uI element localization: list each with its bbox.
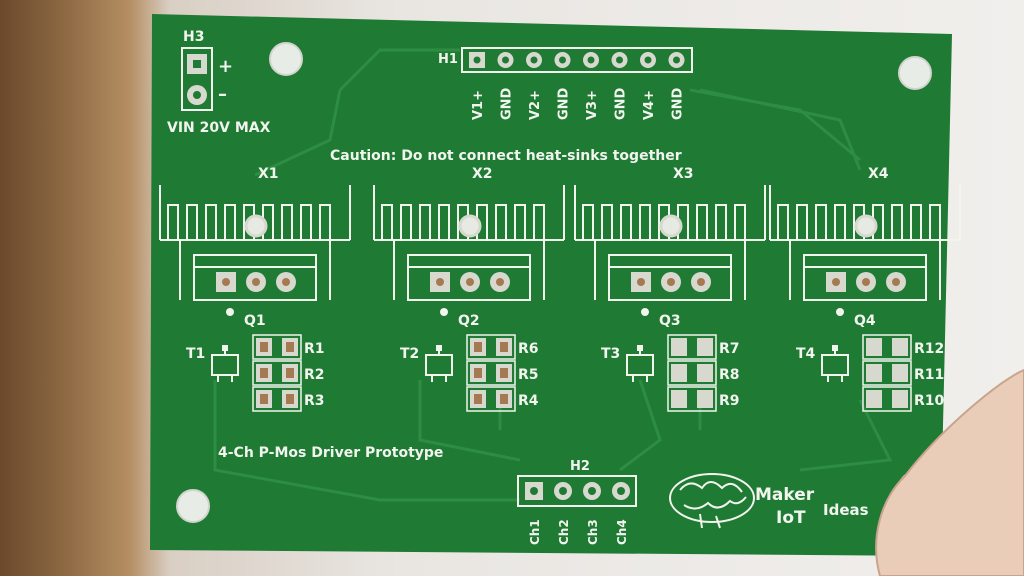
h2-pin-label: Ch3 xyxy=(586,519,600,545)
heatsink-label: X3 xyxy=(673,166,694,182)
pcb-traces xyxy=(213,48,893,502)
thumb xyxy=(875,368,1024,576)
h1-pin-label: V4+ xyxy=(642,90,657,120)
transistor-label: T4 xyxy=(796,346,816,362)
brand-ideas: Ideas xyxy=(823,501,869,519)
h1-pin-label: V1+ xyxy=(471,90,486,120)
h3-minus-label: – xyxy=(218,84,227,105)
pcb-board xyxy=(150,14,952,556)
h1-output-header: H1 V1+ GND V2+ GND V3+ GND V4+ GND xyxy=(438,47,693,120)
board-title: 4-Ch P-Mos Driver Prototype xyxy=(218,445,443,461)
transistor-label: T1 xyxy=(186,346,205,362)
mosfet-label: Q4 xyxy=(854,313,876,329)
brand-maker: Maker xyxy=(755,485,815,505)
resistor-label: R7 xyxy=(719,341,740,357)
heatsink-label: X2 xyxy=(472,166,493,182)
h3-plus-label: + xyxy=(218,56,233,77)
resistor-label: R1 xyxy=(304,341,325,357)
resistor-label: R3 xyxy=(304,393,325,409)
heatsink-label: X4 xyxy=(868,166,889,182)
h1-pin-label: GND xyxy=(557,87,572,120)
heatsink-hole xyxy=(244,214,268,238)
mosfet-label: Q2 xyxy=(458,313,480,329)
transistor-label: T2 xyxy=(400,346,419,362)
brain-icon xyxy=(669,473,755,529)
brand-logo: Maker IoT Ideas xyxy=(669,473,869,529)
mosfet-label: Q3 xyxy=(659,313,681,329)
h2-input-header: H2 Ch1 Ch2 Ch3 Ch4 xyxy=(517,459,637,545)
resistor-label: R4 xyxy=(518,393,539,409)
transistor-label: T3 xyxy=(601,346,620,362)
h3-power-header: H3 + – VIN 20V MAX xyxy=(167,29,271,136)
h2-label: H2 xyxy=(570,459,590,474)
h1-pin-label: V2+ xyxy=(528,90,543,120)
h3-label: H3 xyxy=(183,29,204,45)
h1-pin-label: GND xyxy=(671,87,686,120)
resistor-label: R10 xyxy=(914,393,945,409)
resistor-label: R11 xyxy=(914,367,944,383)
h1-label: H1 xyxy=(438,52,458,67)
vin-max-label: VIN 20V MAX xyxy=(167,120,271,136)
h2-pin-label: Ch2 xyxy=(557,519,571,545)
brand-iot: IoT xyxy=(776,508,806,528)
resistor-label: R5 xyxy=(518,367,539,383)
resistor-label: R2 xyxy=(304,367,325,383)
heatsink-hole xyxy=(458,214,482,238)
resistor-label: R12 xyxy=(914,341,944,357)
resistor-label: R8 xyxy=(719,367,740,383)
heatsink-hole xyxy=(659,214,683,238)
resistor-label: R9 xyxy=(719,393,740,409)
resistor-label: R6 xyxy=(518,341,539,357)
h2-pin-label: Ch1 xyxy=(528,519,542,545)
h1-pin-label: GND xyxy=(614,87,629,120)
h1-pin-label: V3+ xyxy=(585,90,600,120)
heatsink-label: X1 xyxy=(258,166,279,182)
caution-text: Caution: Do not connect heat-sinks toget… xyxy=(330,148,682,164)
mosfet-label: Q1 xyxy=(244,313,266,329)
h1-pin-label: GND xyxy=(500,87,515,120)
heatsink-hole xyxy=(854,214,878,238)
h2-pin-label: Ch4 xyxy=(615,519,629,545)
